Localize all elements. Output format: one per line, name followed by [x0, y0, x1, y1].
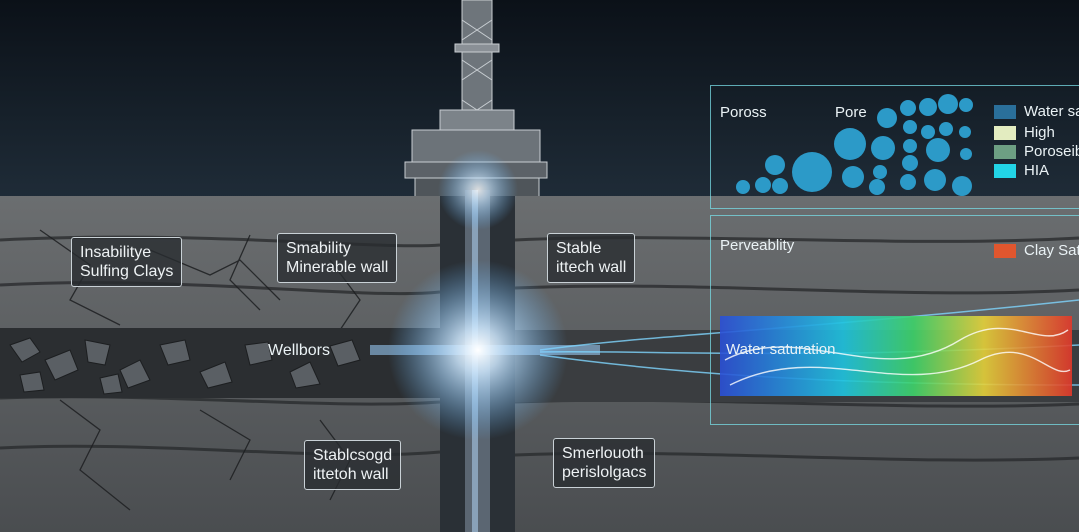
callout-line: Smerlouoth: [562, 445, 644, 462]
legend-item-hia: HIA: [994, 162, 1049, 179]
legend-swatch: [994, 144, 1016, 159]
callout-smooth-geologic: Smerlouoth perislolgacs: [553, 438, 656, 488]
callout-line: Smability: [286, 240, 351, 257]
callout-line: Stablcsogd: [313, 447, 393, 464]
porosity-label: Poross: [720, 104, 767, 121]
pore-label: Pore: [835, 104, 867, 121]
porosity-panel: [710, 85, 1079, 209]
callout-stability-mineral-wall: Smability Minerable wall: [277, 233, 398, 283]
permeability-panel: [710, 215, 1079, 425]
callout-line: ittetoh wall: [313, 466, 389, 483]
stress-glow: [388, 260, 568, 440]
legend-item-high: High: [994, 124, 1055, 141]
callout-line: perislolgacs: [562, 464, 647, 481]
legend-label: High: [1024, 124, 1055, 141]
callout-line: Stable: [556, 240, 602, 257]
water-saturation-label: Water saturation: [726, 341, 836, 358]
legend-swatch: [994, 163, 1016, 178]
legend-label: Poroseib: [1024, 143, 1079, 160]
callout-line: Insabilitye: [80, 244, 152, 261]
legend-label: Clay Sat: [1024, 242, 1079, 259]
drilling-rig: [404, 0, 548, 199]
rubble-fragments: [9, 337, 361, 395]
legend-swatch: [994, 104, 1016, 119]
callout-line: ittech wall: [556, 259, 627, 276]
legend-swatch: [994, 243, 1016, 258]
legend-item-porosity: Poroseib: [994, 143, 1079, 160]
callout-line: Sulfing Clays: [80, 263, 174, 280]
callout-stable-wall: Stable ittech wall: [547, 233, 636, 283]
porosity-bubbles: [736, 94, 973, 196]
legend-label: HIA: [1024, 162, 1050, 179]
legend-item-water-saturation: Water sa: [994, 103, 1079, 120]
legend-swatch: [994, 125, 1016, 140]
legend-label: Water sa: [1024, 103, 1079, 120]
callout-instability-clays: Insabilitye Sulfing Clays: [71, 237, 183, 287]
permeability-label: Perveablity: [720, 237, 795, 254]
callout-line: Minerable wall: [286, 259, 389, 276]
wellbore-label: Wellbors: [268, 342, 330, 359]
callout-stable-good-wall: Stablcsogd ittetoh wall: [304, 440, 402, 490]
legend-item-clay-saturation: Clay Sat: [994, 242, 1079, 259]
